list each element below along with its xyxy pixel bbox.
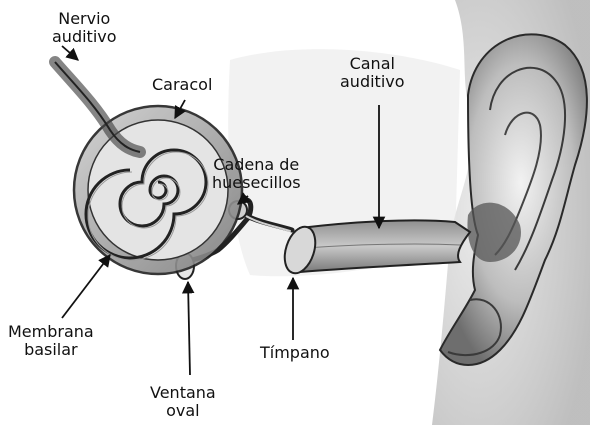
label-timpano: Tímpano	[260, 344, 330, 362]
label-caracol: Caracol	[152, 76, 212, 94]
label-nervio-auditivo: Nervio auditivo	[52, 10, 117, 46]
label-membrana-basilar: Membrana basilar	[8, 323, 94, 359]
arrow-nervio	[62, 46, 78, 60]
arrow-ventana	[188, 282, 190, 375]
arrow-membrana	[62, 255, 110, 318]
label-cadena-de-huesecillos: Cadena de huesecillos	[212, 156, 301, 192]
label-canal-auditivo: Canal auditivo	[340, 55, 405, 91]
label-ventana-oval: Ventana oval	[150, 384, 216, 420]
